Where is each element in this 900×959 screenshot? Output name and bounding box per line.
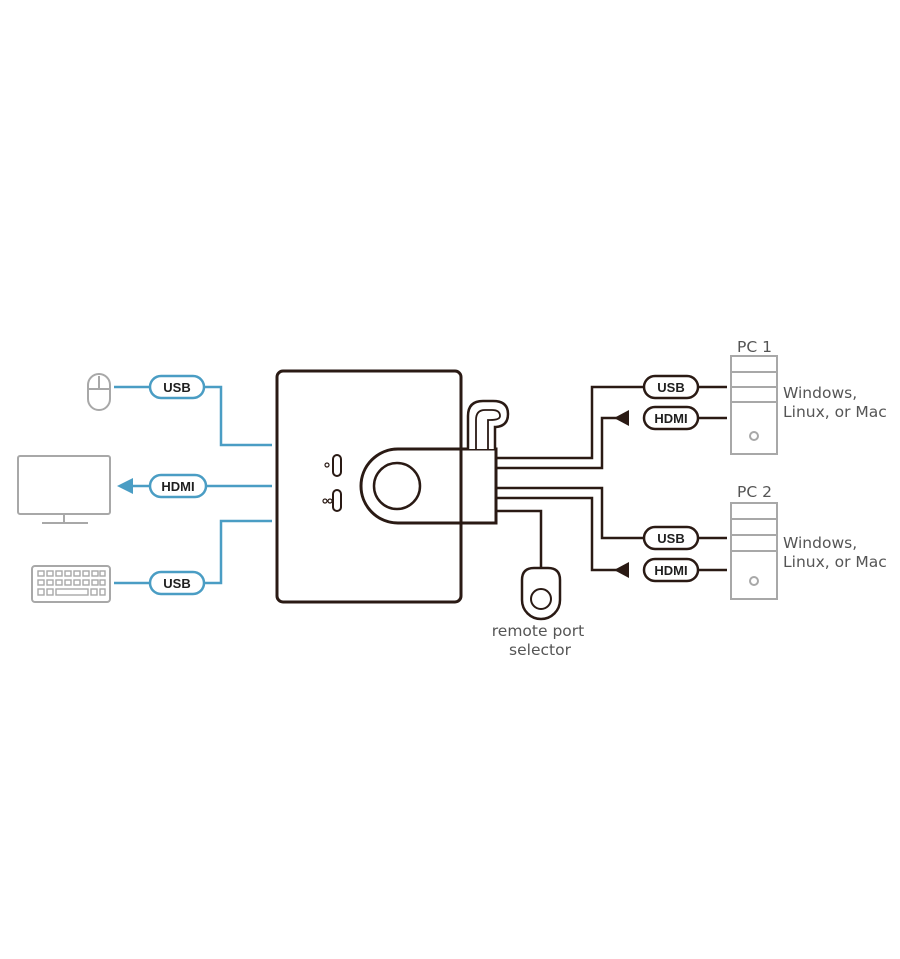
pc1-hdmi-badge: HDMI (642, 405, 700, 431)
pc1-hdmi-label: HDMI (654, 411, 687, 426)
pc1-hdmi-arrow-icon (614, 410, 629, 426)
monitor-icon (17, 455, 111, 524)
pc2-hdmi-badge: HDMI (642, 557, 700, 583)
pc-tower-icon (730, 502, 778, 600)
monitor-hdmi-badge: HDMI (148, 473, 208, 499)
pc1-usb-label: USB (657, 380, 684, 395)
pc1-os-line1: Windows, (783, 384, 857, 402)
keyboard-icon (31, 565, 111, 603)
pc2-hdmi-arrow-icon (614, 562, 629, 578)
remote-selector-label-line1: remote port (492, 622, 584, 640)
pc2-usb-badge: USB (642, 525, 700, 551)
pc1-os-line2: Linux, or Mac (783, 403, 887, 421)
remote-selector-label-line2: selector (509, 641, 572, 659)
mouse-icon (87, 373, 111, 411)
pc1-usb-badge: USB (642, 374, 700, 400)
pc2-os-line2: Linux, or Mac (783, 553, 887, 571)
pc-tower-icon (730, 355, 778, 455)
right-cables (496, 385, 727, 572)
keyboard-usb-label: USB (163, 576, 190, 591)
mouse-usb-badge: USB (148, 374, 206, 400)
monitor-hdmi-label: HDMI (161, 479, 194, 494)
left-cables (114, 385, 272, 585)
kvm-switch (275, 369, 510, 604)
pc1-title: PC 1 (737, 338, 772, 356)
pc2-hdmi-label: HDMI (654, 563, 687, 578)
remote-port-selector (520, 566, 562, 621)
pc2-os-line1: Windows, (783, 534, 857, 552)
pc2-title: PC 2 (737, 483, 772, 501)
arrow-to-monitor-icon (117, 478, 133, 494)
mouse-usb-label: USB (163, 380, 190, 395)
keyboard-usb-badge: USB (148, 570, 206, 596)
pc2-usb-label: USB (657, 531, 684, 546)
